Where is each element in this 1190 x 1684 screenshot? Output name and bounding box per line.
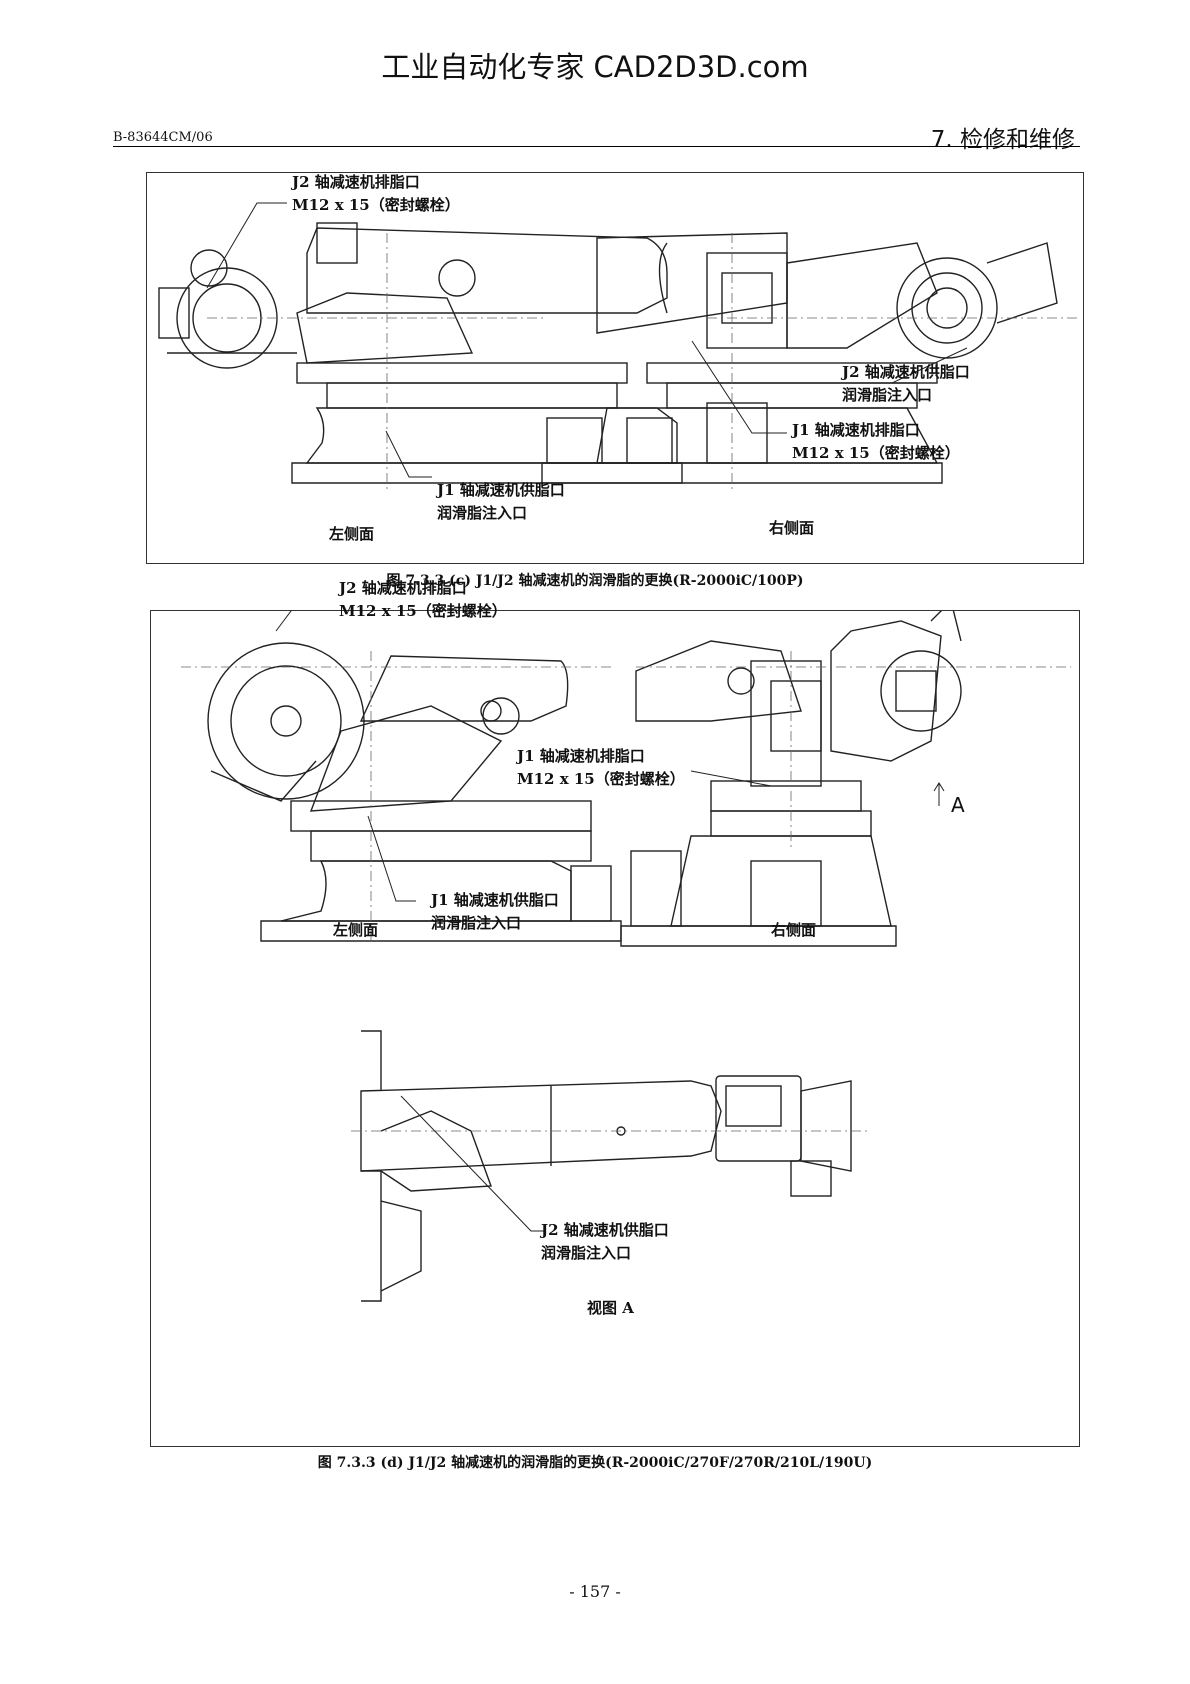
right-view-label: 右侧面 (769, 519, 815, 537)
left-view-label-d: 左侧面 (333, 921, 379, 939)
label-j2-drain-bolt-d: M12 x 15（密封螺栓） (339, 602, 507, 620)
document-id: B-83644CM/06 (113, 130, 213, 145)
view-a-label: 视图 A (587, 1299, 634, 1317)
label-j1-supply-inlet: 润滑脂注入口 (437, 504, 528, 522)
label-j1-drain: J1 轴减速机排脂口 (792, 421, 920, 439)
label-j2-supply-inlet-d: 润滑脂注入口 (541, 1244, 632, 1262)
figure-c-caption: 图 7.3.3 (c) J1/J2 轴减速机的润滑脂的更换(R-2000iC/1… (386, 573, 804, 589)
label-j1-drain-bolt: M12 x 15（密封螺栓） (792, 444, 960, 462)
label-j1-supply-d: J1 轴减速机供脂口 (431, 891, 559, 909)
figure-d-drawing (181, 611, 1071, 1302)
left-view-label: 左侧面 (329, 525, 375, 543)
section-title: 7. 检修和维修 (930, 127, 1075, 153)
figure-d-frame: J2 轴减速机排脂口 M12 x 15（密封螺栓） J1 轴减速机排脂口 M12… (150, 579, 1080, 1447)
right-view-label-d: 右侧面 (771, 921, 817, 939)
figure-c-frame: J2 轴减速机排脂口 M12 x 15（密封螺栓） J2 轴减速机供脂口 润滑脂… (146, 172, 1084, 564)
label-j2-supply-d: J2 轴减速机供脂口 (541, 1221, 669, 1239)
figure-d-caption: 图 7.3.3 (d) J1/J2 轴减速机的润滑脂的更换(R-2000iC/2… (317, 1455, 873, 1471)
header-rule (113, 146, 1080, 147)
label-j1-supply-inlet-d: 润滑脂注入口 (431, 914, 522, 932)
view-a-arrow-label: A (951, 793, 965, 817)
label-j1-drain-bolt-d: M12 x 15（密封螺栓） (517, 770, 685, 788)
label-j2-supply: J2 轴减速机供脂口 (842, 363, 970, 381)
label-j1-drain-d: J1 轴减速机排脂口 (517, 747, 645, 765)
label-j2-drain-bolt: M12 x 15（密封螺栓） (292, 196, 460, 214)
watermark-text: 工业自动化专家 CAD2D3D.com (381, 50, 809, 84)
label-j1-supply: J1 轴减速机供脂口 (437, 481, 565, 499)
figure-c-drawing (158, 202, 1077, 493)
page-number: - 157 - (569, 1582, 621, 1601)
label-j2-drain: J2 轴减速机排脂口 (292, 173, 420, 191)
label-j2-supply-inlet: 润滑脂注入口 (842, 386, 933, 404)
label-j2-drain-d: J2 轴减速机排脂口 (339, 579, 467, 597)
